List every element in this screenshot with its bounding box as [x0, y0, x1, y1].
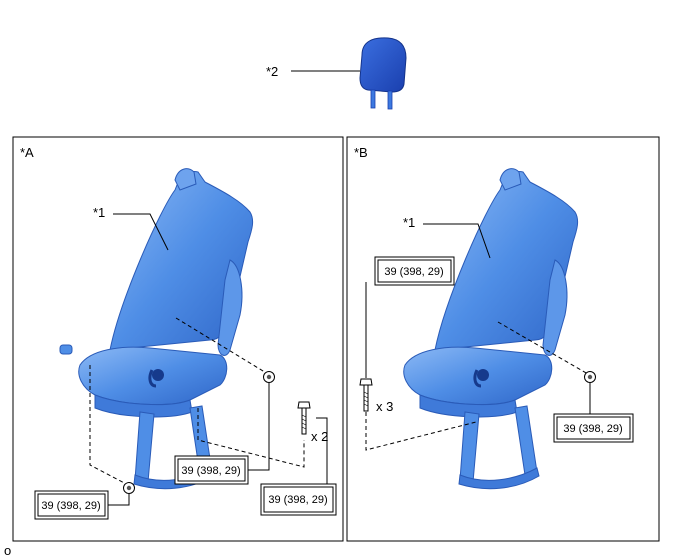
panel-a-torque-3-value: 39 (398, 29) — [268, 494, 327, 506]
panel-a-front-hook — [59, 344, 73, 355]
panel-b-torque-1-value: 39 (398, 29) — [384, 266, 443, 278]
panel-a-dashed-front — [89, 365, 129, 486]
panel-a-nut-rear — [263, 371, 275, 383]
panel-b-torque-2-value: 39 (398, 29) — [563, 423, 622, 435]
headrest-callout: *2 — [266, 64, 278, 79]
panel-a-dashed-bolt — [197, 408, 305, 468]
panel-a-label: *A — [20, 145, 34, 160]
panel-b-dashed-rear — [497, 321, 589, 375]
figure-code: o — [4, 543, 11, 558]
headrest-illustration — [359, 37, 407, 110]
panel-a-torque-box-2: 39 (398, 29) — [174, 455, 249, 485]
panel-a-torque-box-1: 39 (398, 29) — [34, 490, 109, 520]
panel-b-torque-box-2: 39 (398, 29) — [553, 413, 634, 443]
panel-a-nut-front — [123, 482, 135, 494]
panel-b-dashed-bolt — [365, 412, 477, 451]
panel-b-nut-rear — [584, 371, 596, 383]
panel-b-seat-callout: *1 — [403, 215, 415, 230]
panel-a-torque-3-leader — [316, 417, 328, 488]
panel-a-torque-1-value: 39 (398, 29) — [41, 500, 100, 512]
panel-b-seat-leader — [423, 223, 491, 259]
panel-a-torque-2-leader — [248, 383, 270, 471]
panel-a-torque-1-leader — [108, 494, 130, 506]
panel-a-torque-box-3: 39 (398, 29) — [260, 483, 337, 516]
panel-a-seat-callout: *1 — [93, 205, 105, 220]
panel-a-bolt-qty: x 2 — [311, 429, 328, 444]
panel-a-seat-leader — [113, 213, 169, 251]
panel-a-torque-2-value: 39 (398, 29) — [181, 465, 240, 477]
panel-a-dashed-rear — [175, 317, 269, 375]
panel-b-bolt-qty: x 3 — [376, 399, 393, 414]
panel-b-label: *B — [354, 145, 368, 160]
panel-b-torque-box-1: 39 (398, 29) — [374, 256, 455, 286]
